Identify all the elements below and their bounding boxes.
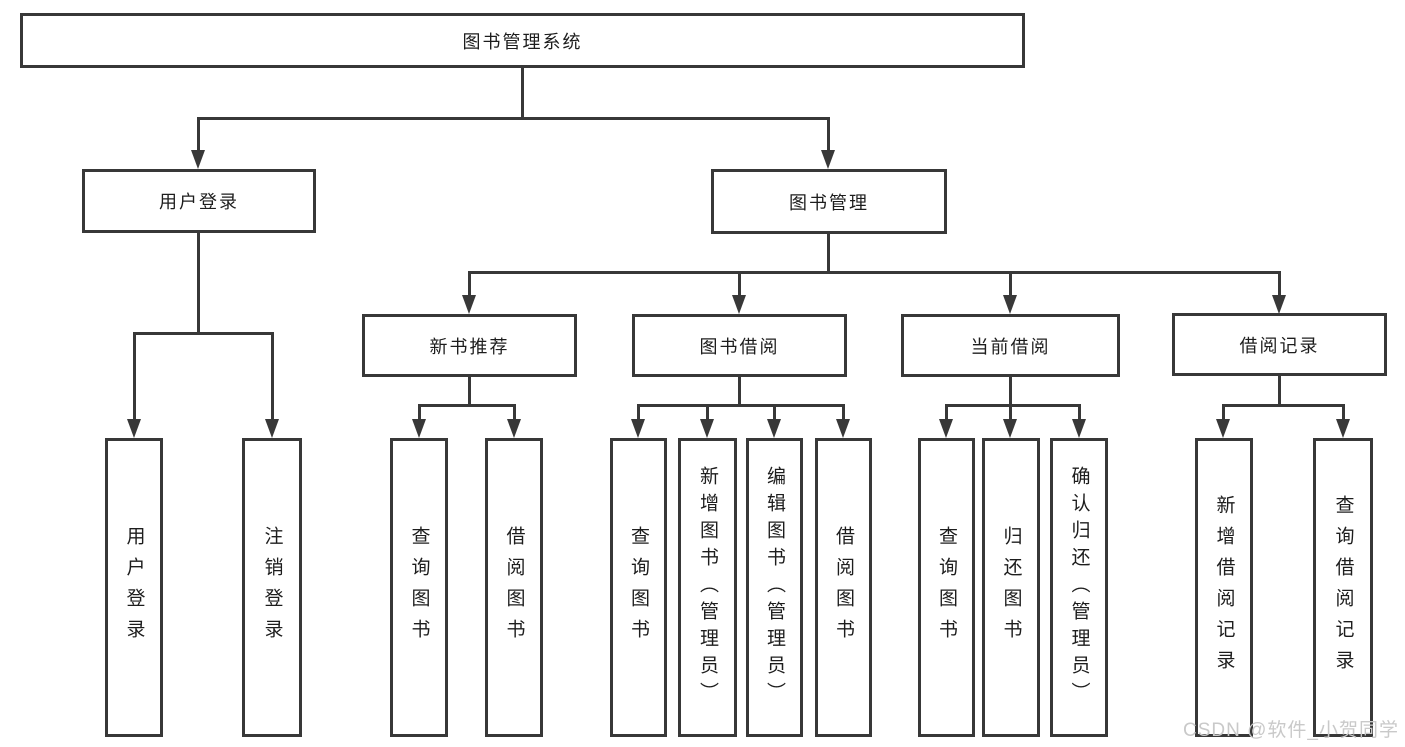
node-label: 用户登录	[123, 525, 145, 650]
connector-root-drop-left	[197, 117, 200, 153]
node-label: 新书推荐	[429, 336, 510, 357]
connector-userlogin-bar	[133, 332, 274, 335]
connector-borrow-drop-2	[706, 404, 709, 421]
node-label: 借阅记录	[1239, 335, 1320, 356]
node-book-borrowing: 图书借阅	[632, 314, 847, 377]
connector-borrow-drop-1	[637, 404, 640, 421]
connector-newbooks-drop-2	[513, 404, 516, 421]
connector-bookmgmt-drop-4	[1278, 271, 1281, 297]
arrow-down-new-book-recommendation	[462, 295, 476, 314]
connector-bookmgmt-drop-2	[738, 271, 741, 297]
connector-bookmgmt-stem	[827, 233, 830, 274]
node-label: 借阅图书	[833, 525, 854, 650]
connector-borrow-drop-4	[842, 404, 845, 421]
arrow-down-borrow-books-1	[507, 419, 521, 438]
node-user-login: 用户登录	[82, 169, 316, 233]
node-label: 归还图书	[1000, 525, 1022, 650]
arrow-down-current-borrowing	[1003, 295, 1017, 314]
node-label: 查询图书	[936, 525, 957, 650]
arrow-down-query-books-2	[631, 419, 645, 438]
connector-borrow-stem	[738, 376, 741, 407]
node-label: 注销登录	[261, 525, 283, 650]
node-label: 查询图书	[628, 525, 649, 650]
node-query-books-3: 查询图书	[918, 438, 975, 737]
node-user-login-leaf: 用户登录	[105, 438, 163, 737]
node-label: 图书管理系统	[462, 31, 583, 52]
arrow-down-book-borrowing	[732, 295, 746, 314]
node-edit-book-admin: 编辑图书（管理员）	[746, 438, 803, 737]
arrow-down-query-borrow-record	[1336, 419, 1350, 438]
node-label: 编辑图书（管理员）	[764, 466, 785, 709]
connector-root-stem	[521, 68, 524, 120]
arrow-down-edit-book-admin	[767, 419, 781, 438]
arrow-down-add-book-admin	[700, 419, 714, 438]
connector-records-stem	[1278, 375, 1281, 407]
connector-current-drop-3	[1078, 404, 1081, 421]
connector-bookmgmt-drop-1	[468, 271, 471, 297]
node-query-books-1: 查询图书	[390, 438, 448, 737]
arrow-down-add-borrow-record	[1216, 419, 1230, 438]
node-query-books-2: 查询图书	[610, 438, 667, 737]
connector-current-bar	[945, 404, 1081, 407]
arrow-down-confirm-return-admin	[1072, 419, 1086, 438]
node-label: 图书借阅	[699, 336, 780, 357]
connector-records-drop-2	[1342, 404, 1345, 421]
connector-current-drop-2	[1009, 404, 1012, 421]
arrow-down-query-books-1	[412, 419, 426, 438]
arrow-down-logout-leaf	[265, 419, 279, 438]
arrow-down-query-books-3	[939, 419, 953, 438]
node-library-management-system: 图书管理系统	[20, 13, 1025, 68]
node-label: 图书管理	[789, 192, 869, 213]
arrow-down-return-books	[1003, 419, 1017, 438]
connector-current-drop-1	[945, 404, 948, 421]
arrow-down-borrow-books-2	[836, 419, 850, 438]
connector-userlogin-drop-right	[271, 332, 274, 420]
node-borrow-books-1: 借阅图书	[485, 438, 543, 737]
node-label: 新增图书（管理员）	[697, 466, 718, 709]
connector-borrow-bar	[637, 404, 845, 407]
node-borrow-books-2: 借阅图书	[815, 438, 872, 737]
arrow-down-borrowing-records	[1272, 295, 1286, 314]
node-label: 查询图书	[408, 525, 430, 650]
connector-newbooks-stem	[468, 376, 471, 407]
connector-records-drop-1	[1222, 404, 1225, 421]
node-add-book-admin: 新增图书（管理员）	[678, 438, 737, 737]
node-current-borrowing: 当前借阅	[901, 314, 1120, 377]
arrow-down-book-management	[821, 150, 835, 169]
connector-borrow-drop-3	[773, 404, 776, 421]
node-return-books: 归还图书	[982, 438, 1040, 737]
node-label: 借阅图书	[503, 525, 525, 650]
csdn-watermark: CSDN @软件_小贺同学	[1183, 720, 1399, 741]
arrow-down-login-leaf	[127, 419, 141, 438]
connector-newbooks-drop-1	[418, 404, 421, 421]
node-query-borrow-record: 查询借阅记录	[1313, 438, 1373, 737]
connector-records-bar	[1222, 404, 1345, 407]
node-label: 新增借阅记录	[1213, 494, 1235, 681]
node-label: 当前借阅	[970, 336, 1051, 357]
node-confirm-return-admin: 确认归还（管理员）	[1050, 438, 1108, 737]
node-label: 确认归还（管理员）	[1068, 466, 1090, 709]
connector-root-drop-right	[827, 117, 830, 153]
arrow-down-user-login	[191, 150, 205, 169]
connector-current-stem	[1009, 376, 1012, 407]
node-label: 用户登录	[159, 192, 239, 212]
node-logout: 注销登录	[242, 438, 302, 737]
connector-userlogin-drop-left	[133, 332, 136, 420]
node-borrowing-records: 借阅记录	[1172, 313, 1387, 376]
node-new-book-recommendation: 新书推荐	[362, 314, 577, 377]
connector-userlogin-stem	[197, 233, 200, 335]
node-add-borrow-record: 新增借阅记录	[1195, 438, 1253, 737]
connector-bookmgmt-bar	[468, 271, 1281, 274]
node-book-management: 图书管理	[711, 169, 947, 234]
connector-newbooks-bar	[418, 404, 516, 407]
connector-root-bar	[197, 117, 830, 120]
node-label: 查询借阅记录	[1332, 494, 1354, 681]
connector-bookmgmt-drop-3	[1009, 271, 1012, 297]
